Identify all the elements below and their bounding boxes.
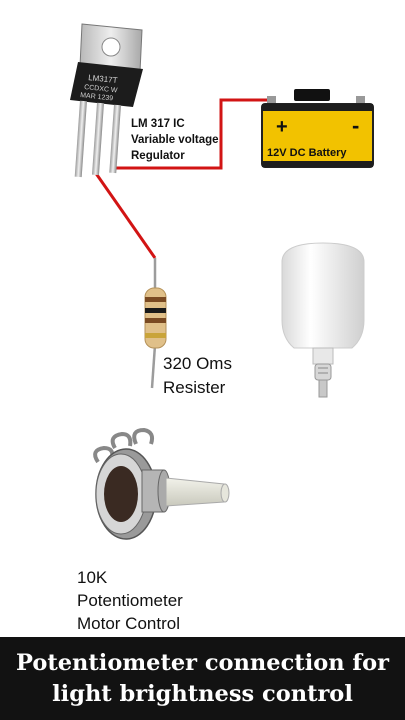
regulator-label-line-2: Variable voltage [131, 134, 219, 146]
resistor [144, 258, 167, 389]
regulator-label: LM 317 IC Variable voltage Regulator [131, 116, 219, 164]
resistor-label-line-2: Resister [163, 378, 226, 397]
caption-line-1: Potentiometer connection for [16, 650, 389, 676]
battery-plus-sign: + [276, 116, 288, 138]
resistor-label: 320 Oms Resister [163, 352, 232, 400]
battery-minus-sign: - [352, 113, 359, 138]
battery-label: 12V DC Battery [267, 147, 347, 159]
potentiometer-label-line-1: 10K [77, 568, 108, 587]
potentiometer-label-line-3: Motor Control [77, 614, 180, 633]
wire-input-to-battery [112, 98, 268, 170]
battery-12v: + - 12V DC Battery [261, 89, 374, 168]
lm317-regulator: LM317T CCDXC W MAR 1239 [70, 23, 143, 178]
caption-banner: Potentiometer connection for light brigh… [0, 637, 405, 720]
regulator-label-line-1: LM 317 IC [131, 118, 185, 130]
chip-marking-line-1: LM317T [88, 73, 118, 85]
potentiometer-label: 10K Potentiometer Motor Control [77, 566, 183, 635]
caption-line-2: light brightness control [52, 681, 353, 707]
resistor-label-line-1: 320 Oms [163, 354, 232, 373]
led-bulb [281, 242, 365, 398]
chip-marking-line-2: CCDXC W [84, 84, 118, 94]
potentiometer [93, 427, 230, 540]
wire-output-to-resistor [93, 171, 157, 259]
chip-marking-line-3: MAR 1239 [80, 92, 114, 102]
regulator-label-line-3: Regulator [131, 150, 185, 162]
potentiometer-label-line-2: Potentiometer [77, 591, 183, 610]
